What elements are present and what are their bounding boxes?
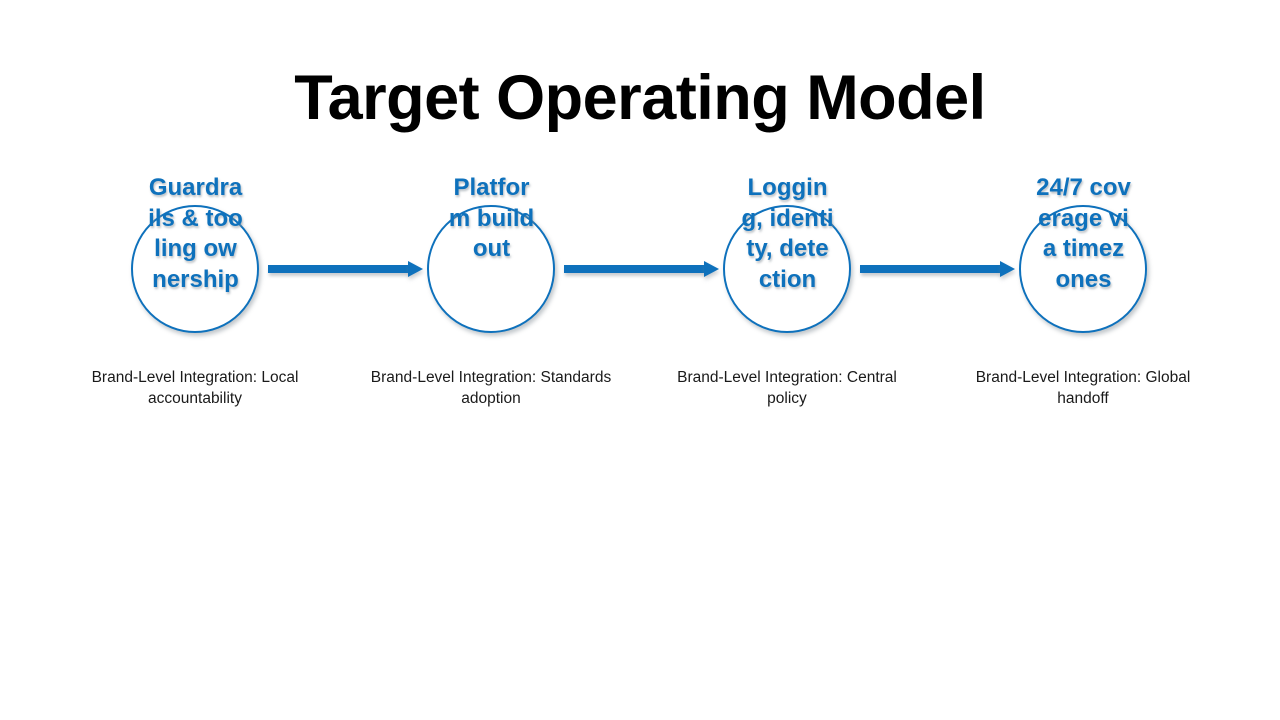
step-caption-2: Brand-Level Integration: Standards adopt… [370, 369, 612, 407]
process-flow-diagram: Guardrails & tooling ownership Platform … [0, 174, 1280, 335]
process-step-3[interactable]: Logging, identity, detection [723, 174, 851, 333]
page-title: Target Operating Model [294, 63, 986, 133]
step-label-2: Platform buildout [448, 174, 535, 262]
step-caption-4: Brand-Level Integration: Global handoff [975, 369, 1191, 407]
step-caption-1: Brand-Level Integration: Local accountab… [91, 369, 299, 407]
arrow-shaft-1 [268, 265, 409, 273]
arrow-head-3 [1000, 261, 1015, 277]
step-label-4: 24/7 coverage via timezones [1036, 174, 1131, 293]
arrow-head-1 [408, 261, 423, 277]
process-step-2[interactable]: Platform buildout [427, 174, 555, 333]
step-label-1: Guardrails & tooling ownership [148, 174, 243, 293]
process-step-1[interactable]: Guardrails & tooling ownership [131, 174, 259, 333]
step-circle-2 [427, 205, 555, 333]
step-circle-3 [723, 205, 851, 333]
process-step-4[interactable]: 24/7 coverage via timezones [1019, 174, 1147, 333]
step-circle-1 [131, 205, 259, 333]
connector-arrow-2 [564, 261, 719, 277]
step-caption-3: Brand-Level Integration: Central policy [677, 369, 897, 407]
connector-arrow-3 [860, 261, 1015, 277]
step-circle-4 [1019, 205, 1147, 333]
connector-arrow-1 [268, 261, 423, 277]
arrow-shaft-3 [860, 265, 1001, 273]
arrow-head-2 [704, 261, 719, 277]
arrow-shaft-2 [564, 265, 705, 273]
step-label-3: Logging, identity, detection [741, 174, 834, 293]
